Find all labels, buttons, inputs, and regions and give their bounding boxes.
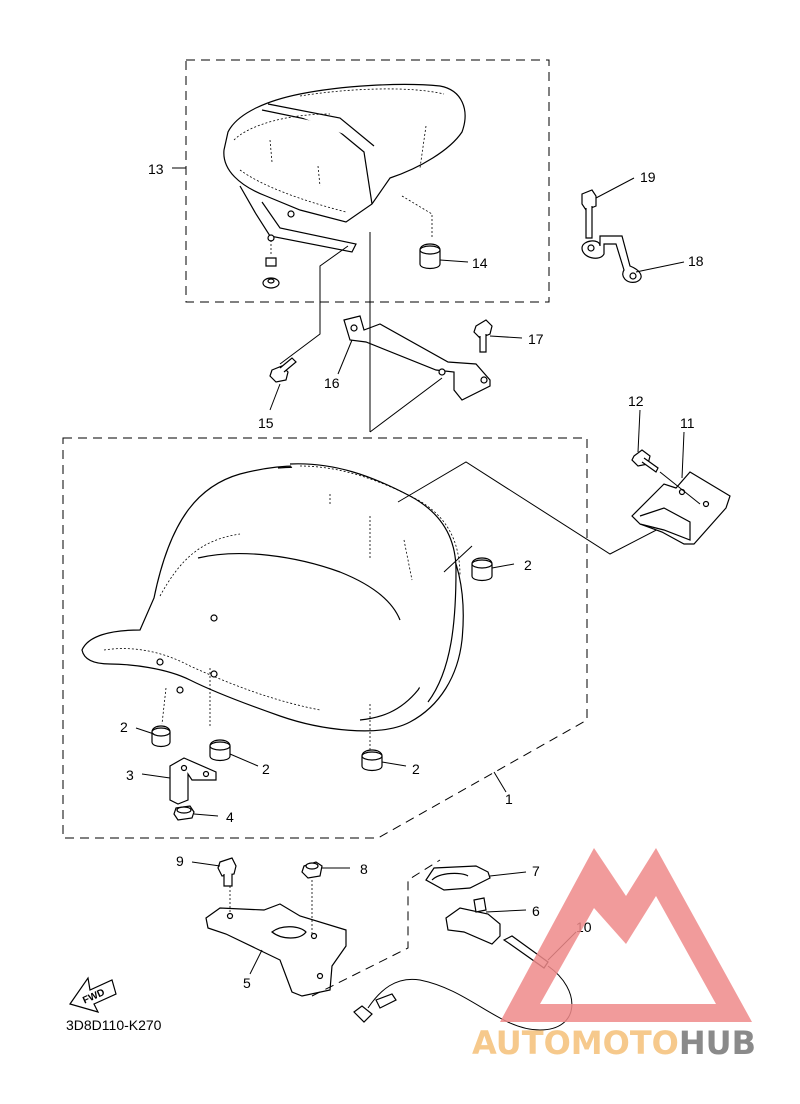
callout-16: 16 <box>324 375 340 391</box>
seat-lock-6 <box>445 897 501 945</box>
grommet-2-left <box>151 725 171 748</box>
callout-19: 19 <box>640 169 656 185</box>
grommet-2-right-lower <box>361 749 383 772</box>
leader-2-right-lower <box>381 761 407 767</box>
callout-2: 2 <box>524 557 532 573</box>
leader-2-center <box>229 753 259 767</box>
grommet-2-right-upper <box>471 557 493 582</box>
leader-5 <box>249 949 263 975</box>
callout-14: 14 <box>472 255 488 271</box>
bracket-11 <box>631 471 731 545</box>
main-seat <box>81 463 464 752</box>
bolt-9 <box>217 857 237 887</box>
callout-13: 13 <box>148 161 164 177</box>
callout-2: 2 <box>120 719 128 735</box>
leader-18 <box>635 261 685 273</box>
callout-2: 2 <box>262 761 270 777</box>
grommet-14 <box>419 243 441 270</box>
callout-18: 18 <box>688 253 704 269</box>
leader-4 <box>193 813 219 817</box>
bolt-17 <box>473 319 493 353</box>
rear-seat-group-box <box>185 59 550 303</box>
callout-7: 7 <box>532 863 540 879</box>
watermark-text-auto: AUTO <box>472 1024 571 1062</box>
callout-11: 11 <box>680 415 695 431</box>
callout-2: 2 <box>412 761 420 777</box>
bracket-3 <box>169 757 217 805</box>
callout-12: 12 <box>628 393 644 409</box>
callout-1: 1 <box>505 791 513 807</box>
grommet-2-center <box>209 739 231 762</box>
bracket-18 <box>581 235 642 283</box>
leader-9 <box>191 861 221 867</box>
callout-8: 8 <box>360 861 368 877</box>
watermark-text: AUTOMOTOHUB <box>472 1024 756 1062</box>
leader-1 <box>493 771 507 793</box>
callout-6: 6 <box>532 903 540 919</box>
bolt-19 <box>581 189 597 239</box>
watermark-text-hub: HUB <box>679 1024 756 1062</box>
leader-12 <box>637 409 641 453</box>
callout-17: 17 <box>528 331 544 347</box>
leader-7 <box>489 871 527 877</box>
bracket-16 <box>343 315 491 401</box>
main-seat-group-box <box>62 437 588 839</box>
leader-19 <box>595 177 635 199</box>
nut-8 <box>301 861 323 879</box>
leader-14 <box>439 259 469 263</box>
callout-4: 4 <box>226 809 234 825</box>
leader-15 <box>269 383 281 411</box>
leader-3 <box>141 773 171 779</box>
leader-17 <box>489 335 523 339</box>
watermark-text-moto: MOTO <box>571 1024 679 1062</box>
plate-5 <box>205 903 347 997</box>
callout-3: 3 <box>126 767 134 783</box>
diagram-code: 3D8D110-K270 <box>66 1017 162 1033</box>
leader-2-left <box>135 727 155 735</box>
bolt-12 <box>631 449 659 473</box>
bolt-15 <box>269 357 297 383</box>
leader-11 <box>681 431 685 479</box>
watermark-triangle-icon <box>500 848 752 1022</box>
rear-seat <box>223 83 466 289</box>
callout-9: 9 <box>176 853 184 869</box>
nut-4 <box>173 805 195 821</box>
callout-15: 15 <box>258 415 274 431</box>
latch-cover-7 <box>425 865 491 891</box>
callout-5: 5 <box>243 975 251 991</box>
leader-16 <box>337 339 353 375</box>
fwd-arrow-icon <box>69 976 117 1013</box>
leader-2-right-upper <box>491 563 515 569</box>
watermark-logo <box>500 848 752 1022</box>
leader-6 <box>485 909 527 913</box>
